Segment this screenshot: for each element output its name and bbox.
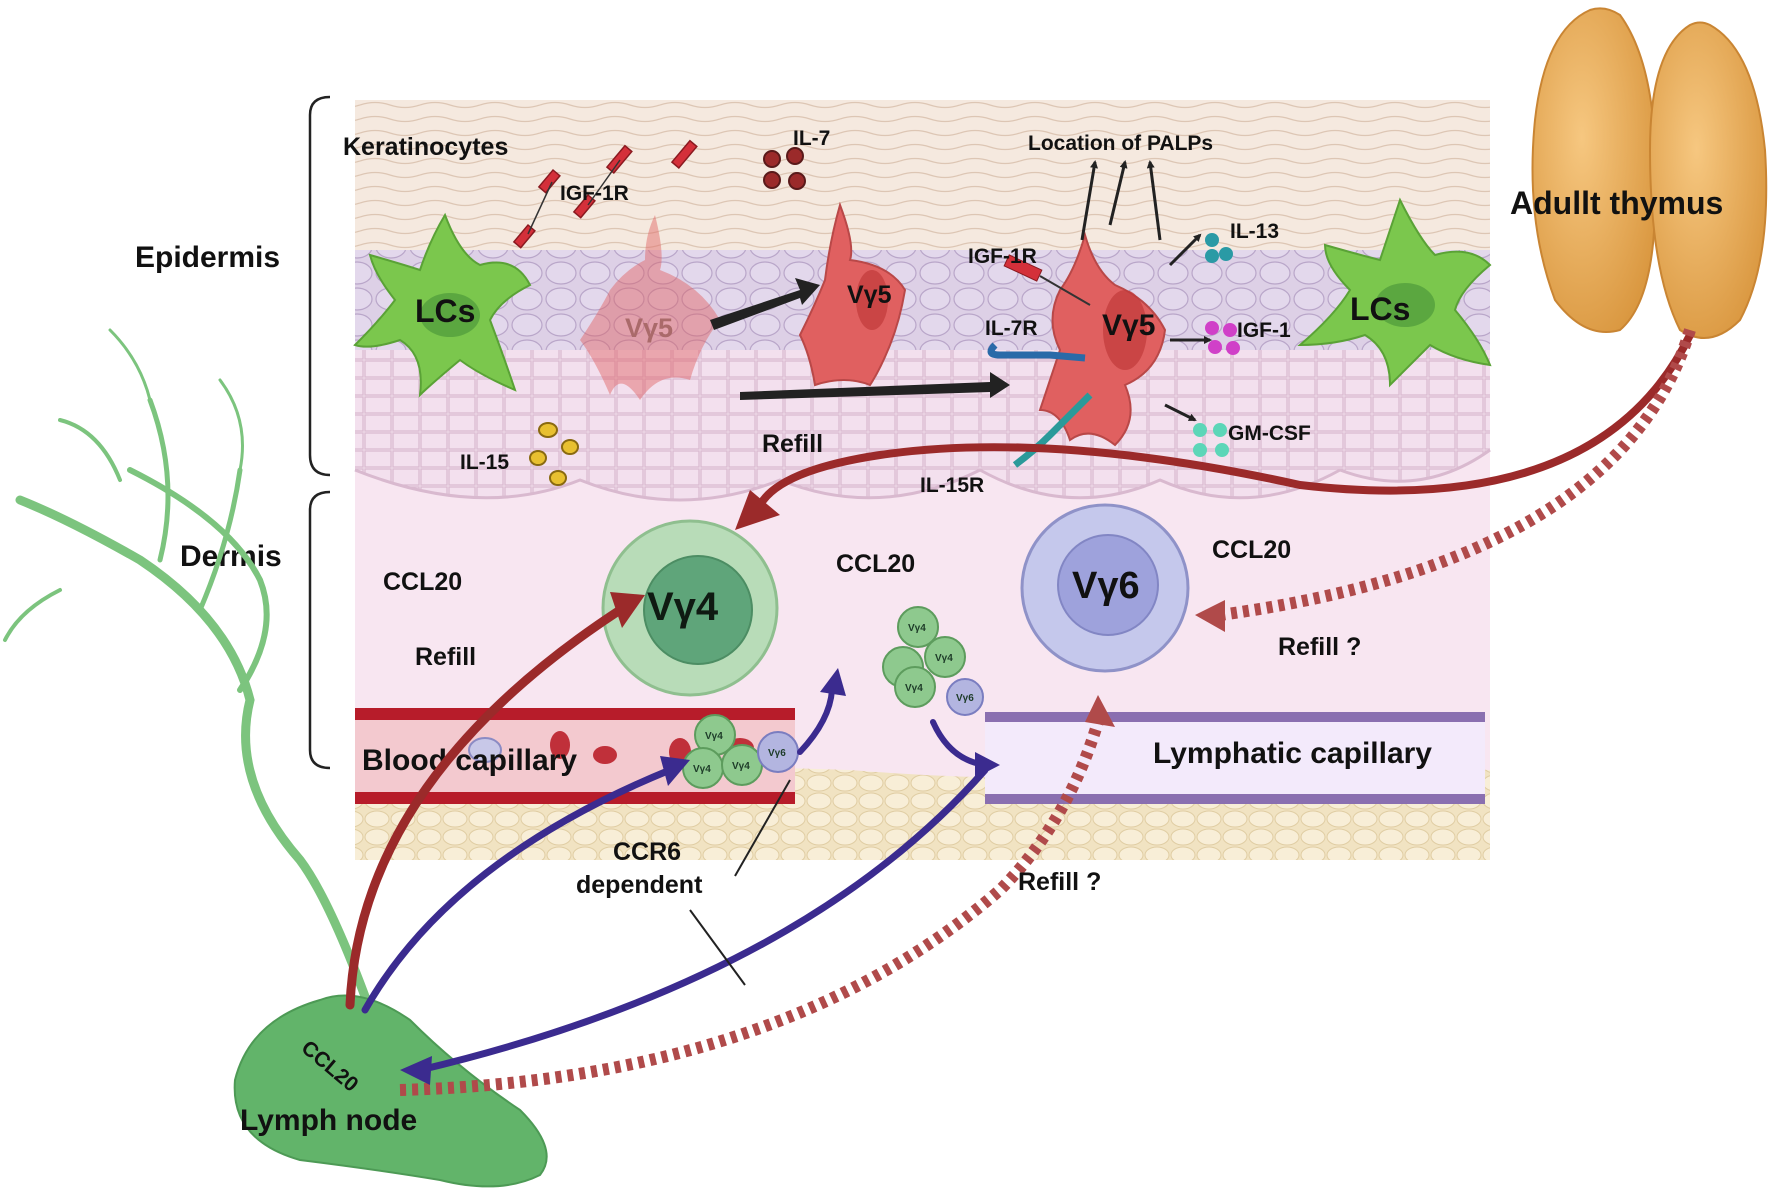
il13-label: IL-13 — [1230, 220, 1279, 243]
lymph-node — [233, 994, 548, 1188]
epidermis-refill-label: Refill — [762, 430, 823, 458]
palp-arrows — [1080, 160, 1212, 422]
mini-vg6-b: Vγ6 — [768, 748, 786, 759]
vg5-cell-middle — [798, 201, 907, 387]
mini-vg4-c: Vγ4 — [905, 683, 923, 694]
igf1-label: IGF-1 — [1237, 319, 1291, 342]
vg5-faded-label: Vγ5 — [625, 313, 673, 343]
vg5-main-label: Vγ5 — [1102, 309, 1155, 342]
vg5-middle-label: Vγ5 — [847, 281, 892, 309]
mini-vg4-a: Vγ4 — [908, 623, 926, 634]
ccl20-right-label: CCL20 — [1212, 536, 1291, 564]
refill-arrows — [345, 331, 1694, 1010]
ccr6-callout-lines — [689, 779, 791, 986]
epidermis-bracket — [308, 95, 331, 477]
blood-capillary-label: Blood capillary — [362, 744, 577, 777]
vg4-label: Vγ4 — [647, 585, 719, 629]
il7r-label: IL-7R — [985, 317, 1038, 340]
epidermis-migration-arrows — [710, 278, 1010, 400]
gmcsf-label: GM-CSF — [1228, 422, 1311, 445]
epidermis-label: Epidermis — [135, 241, 280, 274]
il7-label: IL-7 — [793, 127, 830, 150]
vg6-label: Vγ6 — [1072, 565, 1140, 607]
keratinocytes-label: Keratinocytes — [343, 133, 508, 161]
ccl20-center-label: CCL20 — [836, 550, 915, 578]
dermis-label: Dermis — [180, 540, 282, 573]
lymph-node-label: Lymph node — [240, 1104, 417, 1137]
vg6-cell-large — [1020, 503, 1190, 673]
langerhans-cell-left — [353, 212, 532, 398]
il13-cluster — [1205, 233, 1233, 263]
langerhans-cell-right — [1297, 197, 1492, 388]
igf1-cluster — [1205, 321, 1240, 355]
vg5-cell-faded — [580, 215, 720, 400]
ccr6-line2-label: dependent — [576, 871, 703, 899]
igf1r-top-label: IGF-1R — [560, 182, 629, 205]
gmcsf-cluster — [1193, 423, 1229, 457]
location-palps-label: Location of PALPs — [1028, 132, 1213, 155]
thymus-label: Adullt thymus — [1510, 185, 1723, 221]
il7r-receptor — [987, 342, 1086, 362]
lymph-vessel-tree — [3, 328, 375, 1015]
mini-cells-blood — [682, 714, 799, 789]
vg5-cell-main — [1038, 231, 1167, 447]
il15-label: IL-15 — [460, 451, 509, 474]
igf1r-receptor-cell — [1003, 254, 1091, 306]
ccl20-left-label: CCL20 — [383, 568, 462, 596]
igf1r-cell-label: IGF-1R — [968, 245, 1037, 268]
refill-bottom-q-label: Refill ? — [1018, 868, 1101, 896]
refill-dashed-arrowheads — [1085, 600, 1225, 727]
igf1r-receptors-top — [512, 139, 698, 249]
refill-arrowheads — [610, 490, 780, 628]
refill-dashed-arrows — [399, 328, 1696, 1096]
refill-right-q-label: Refill ? — [1278, 633, 1361, 661]
lcs-right-label: LCs — [1350, 291, 1410, 327]
mini-vg6-a: Vγ6 — [956, 693, 974, 704]
refill-left-label: Refill — [415, 643, 476, 671]
lymphatic-capillary-label: Lymphatic capillary — [1153, 737, 1432, 770]
mini-cells-center — [882, 606, 984, 716]
il7-cluster — [763, 147, 806, 190]
ccr6-arrowheads — [400, 668, 1000, 1085]
mini-vg4-f: Vγ4 — [732, 761, 750, 772]
il15-cluster — [529, 422, 579, 486]
vg4-cell-large — [601, 519, 779, 697]
thymus-organ — [1531, 7, 1768, 339]
ccr6-line1-label: CCR6 — [613, 838, 681, 866]
il15r-label: IL-15R — [920, 474, 984, 497]
dermis-bracket — [308, 490, 331, 770]
lcs-left-label: LCs — [415, 293, 475, 329]
mini-vg4-e: Vγ4 — [693, 764, 711, 775]
mini-vg4-d: Vγ4 — [705, 731, 723, 742]
mini-vg4-b: Vγ4 — [935, 653, 953, 664]
